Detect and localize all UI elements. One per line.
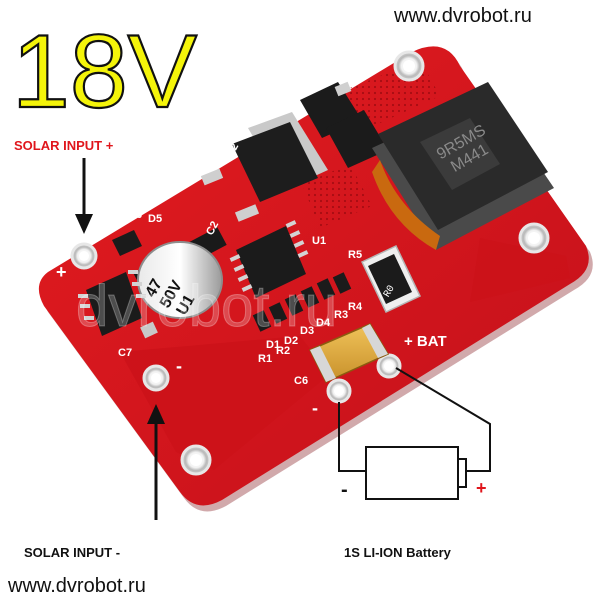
silk-d4: D4: [316, 317, 331, 329]
regulator-u2: [200, 112, 328, 222]
inductor: [372, 82, 554, 250]
silk-d5: D5: [148, 213, 162, 225]
silk-minus-pad: -: [312, 398, 318, 418]
silk-d3: D3: [300, 325, 314, 337]
silk-c6: C6: [294, 375, 308, 387]
ic-left-body: [86, 272, 142, 336]
ic-left: [78, 270, 146, 336]
site-url-bottom: www.dvrobot.ru: [7, 575, 146, 597]
u2-body: [232, 122, 318, 202]
battery-symbol: [365, 446, 467, 500]
label-battery-caption: 1S LI-ION Battery: [344, 545, 452, 560]
silk-c7: C7: [118, 347, 132, 359]
silkscreen: U2 D5 R6 C2 U1 R5 C6 C7 D1 D2 D3 D4 R1 R…: [56, 141, 447, 418]
label-battery-minus: -: [341, 479, 348, 501]
c6-terminal-right: [362, 324, 388, 358]
r5-marking: R0: [382, 284, 398, 300]
c6-terminal-left: [310, 346, 336, 382]
battery-wiring: [338, 367, 491, 472]
site-url-top: www.dvrobot.ru: [393, 5, 532, 27]
silk-r4: R4: [348, 301, 363, 313]
copper-pour-right: [470, 238, 570, 302]
resistor-r5: [360, 245, 422, 313]
watermark-text: dvrobot.ru: [76, 274, 337, 339]
passive-components: [140, 272, 352, 339]
silk-c2: C2: [204, 219, 221, 237]
headline-voltage: 18V: [12, 14, 197, 130]
battery-wire-plus: [395, 367, 491, 472]
silk-r1: R1: [258, 353, 272, 365]
battery-wire-minus: [338, 402, 366, 472]
silk-d1: D1: [266, 339, 280, 351]
capacitor-electrolytic: [133, 227, 227, 319]
u1-body: [236, 226, 306, 298]
silk-plus: +: [56, 262, 67, 282]
silk-bat: + BAT: [404, 333, 447, 350]
mounting-hole-bottom-center: [190, 454, 202, 466]
ic-u1: [229, 220, 309, 298]
battery-cell-body: [365, 446, 459, 500]
battery-cell-cap: [457, 458, 467, 488]
capacitor-tantalum: [308, 323, 390, 383]
diode-packages: [300, 81, 388, 168]
silk-r2: R2: [276, 345, 290, 357]
schottky-diode-2: [326, 110, 388, 168]
u1-pins: [229, 220, 309, 292]
inductor-top-face: [420, 118, 500, 190]
inductor-coil: [372, 160, 440, 250]
capacitor-can: [137, 241, 223, 319]
ic-left-pins: [78, 270, 146, 320]
capacitor-value: 47: [142, 276, 166, 300]
arrow-solar-minus: [147, 404, 165, 520]
via-field-mid: [302, 164, 372, 228]
silk-d2: D2: [284, 335, 298, 347]
label-battery-plus: +: [476, 478, 487, 498]
silk-r3: R3: [334, 309, 348, 321]
r5-marking-area: [368, 254, 412, 304]
silk-u1: U1: [312, 235, 326, 247]
silk-minus: -: [176, 356, 182, 376]
mounting-hole-top-center: [403, 60, 415, 72]
label-solar-input-plus: SOLAR INPUT +: [14, 138, 114, 153]
u2-lead-1: [200, 168, 224, 186]
silk-u2: U2: [224, 141, 241, 159]
solar-plus-pad-center: [79, 251, 89, 261]
battery-plus-pad-center: [384, 361, 394, 371]
silk-r6: R6: [128, 209, 142, 221]
mounting-hole-right-center: [528, 232, 540, 244]
silk-r5: R5: [348, 249, 362, 261]
label-solar-input-minus: SOLAR INPUT -: [24, 545, 120, 560]
copper-pour-left: [120, 336, 330, 470]
battery-minus-pad-center: [334, 386, 344, 396]
arrow-solar-plus: [75, 158, 93, 234]
diode-d5: [112, 230, 142, 256]
solar-minus-pad-center: [151, 373, 161, 383]
schottky-diode-1-lead: [334, 81, 352, 97]
u2-lead-2: [234, 204, 260, 222]
